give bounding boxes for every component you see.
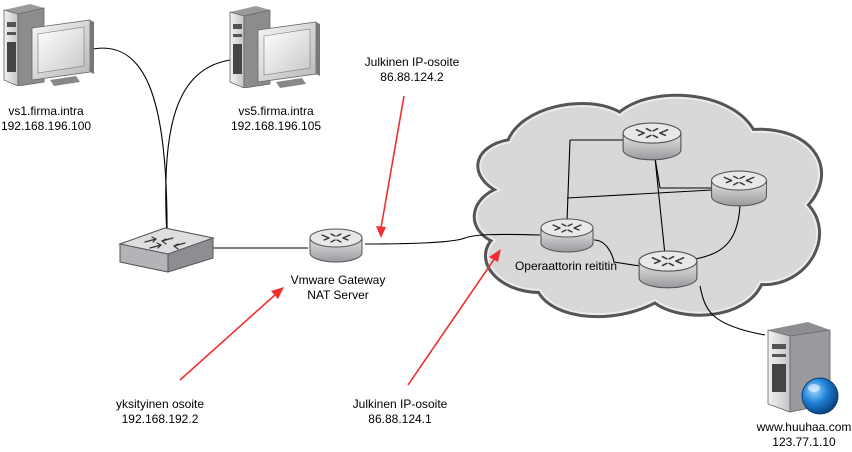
- router-icon: [540, 218, 594, 253]
- link-core-g: [593, 239, 641, 267]
- arrow-public-ip-operator: [407, 257, 496, 386]
- public-ip-operator-value: 86.88.124.1: [368, 412, 432, 426]
- router-icon: [710, 170, 768, 207]
- webserver-hostname: www.huuhaa.com: [756, 420, 852, 434]
- link-core-a: [566, 139, 571, 223]
- network-switch-icon: [118, 227, 215, 273]
- private-ip-value: 192.168.192.2: [122, 412, 199, 426]
- workstation-icon: [3, 3, 95, 86]
- link-vs1-switch: [87, 47, 168, 239]
- router-icon: [622, 122, 682, 161]
- operator-router-label: Operaattorin reititin: [515, 259, 617, 273]
- network-links: [87, 47, 766, 336]
- workstation-icon: [229, 5, 321, 88]
- arrow-public-ip-gateway: [380, 95, 405, 229]
- internet-cloud: [472, 93, 824, 319]
- annotation-arrows: [179, 95, 501, 386]
- link-core-h: [689, 204, 741, 261]
- link-gateway-operator: [364, 233, 541, 245]
- webserver-ip: 123.77.1.10: [772, 435, 836, 449]
- public-ip-gateway-title: Julkinen IP-osoite: [365, 55, 460, 69]
- arrow-private-ip: [179, 293, 277, 381]
- private-ip-title: yksityinen osoite: [116, 397, 204, 411]
- link-core-f: [566, 189, 713, 199]
- gateway-label-line2: NAT Server: [307, 288, 369, 302]
- vs1-hostname: vs1.firma.intra: [8, 104, 84, 118]
- link-core-e: [654, 157, 666, 256]
- gateway-label-line1: Vmware Gateway: [291, 273, 386, 287]
- vs5-ip: 192.168.196.105: [231, 119, 321, 133]
- router-icon: [638, 250, 698, 289]
- vs1-ip: 192.168.196.100: [1, 119, 91, 133]
- vs5-hostname: vs5.firma.intra: [238, 104, 314, 118]
- link-vs5-switch: [165, 59, 231, 239]
- router-icon: [309, 228, 363, 263]
- web-server-icon: [767, 322, 839, 415]
- public-ip-operator-title: Julkinen IP-osoite: [353, 397, 448, 411]
- public-ip-gateway-value: 86.88.124.2: [380, 70, 444, 84]
- link-to-webserver: [699, 285, 766, 336]
